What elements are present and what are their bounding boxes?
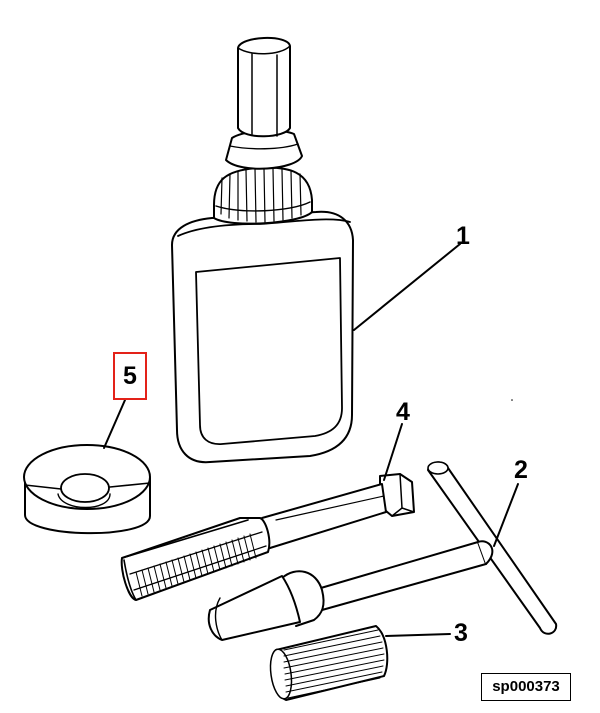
- tap: [122, 474, 414, 600]
- threaded-insert: [268, 626, 388, 700]
- stray-dot: [511, 399, 513, 401]
- leader-line-5: [104, 400, 125, 448]
- leader-line-3: [386, 634, 450, 636]
- leader-line-2: [494, 484, 518, 546]
- callout-3: 3: [454, 619, 468, 647]
- callout-4: 4: [396, 398, 410, 426]
- leader-line-1: [354, 244, 460, 330]
- disk: [24, 445, 150, 533]
- callout-1: 1: [456, 222, 470, 250]
- figure-id-box: sp000373: [481, 673, 571, 701]
- callout-5-highlighted: 5: [113, 352, 147, 400]
- bottle-label-panel: [196, 258, 342, 444]
- callout-2: 2: [514, 456, 528, 484]
- bottle: [172, 38, 353, 462]
- leader-line-4: [384, 424, 402, 480]
- t-handle: [209, 462, 556, 640]
